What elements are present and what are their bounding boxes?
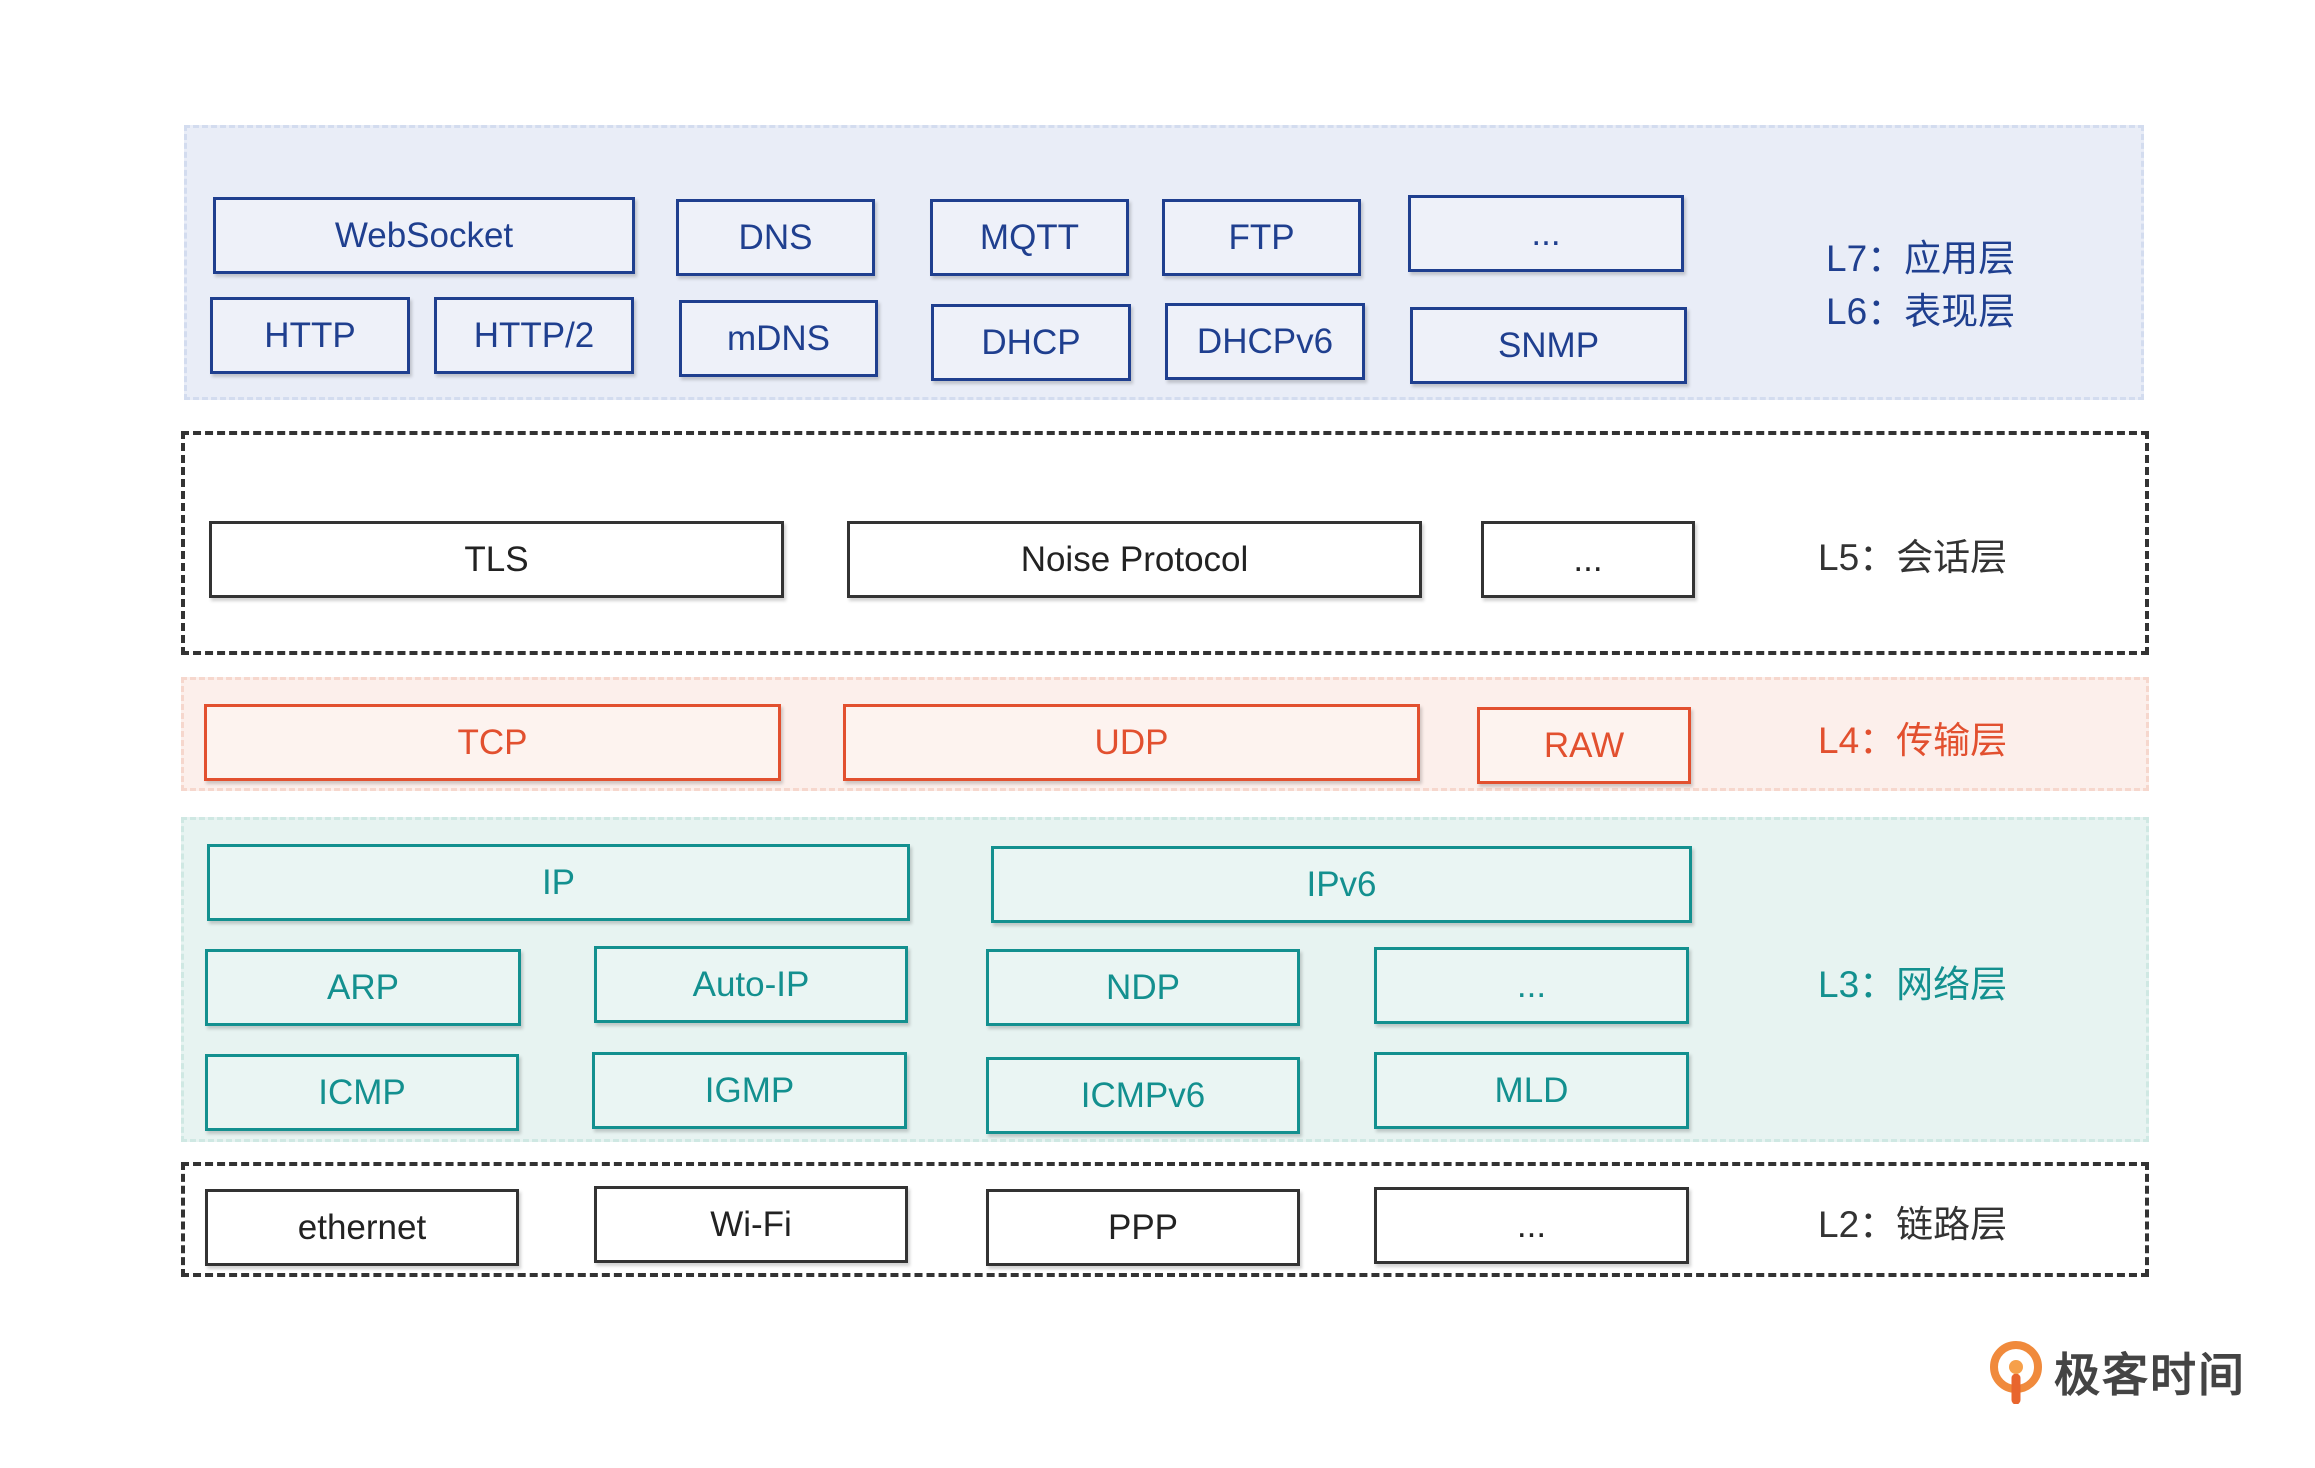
protocol-box-dns: DNS [676, 199, 875, 276]
protocol-box-auto-ip: Auto-IP [594, 946, 908, 1023]
protocol-box-icmpv6: ICMPv6 [986, 1057, 1300, 1134]
protocol-box-mdns: mDNS [679, 300, 878, 377]
protocol-box-ndp: NDP [986, 949, 1300, 1026]
protocol-box-snmp: SNMP [1410, 307, 1687, 384]
protocol-box-arp: ARP [205, 949, 521, 1026]
protocol-box-wifi: Wi-Fi [594, 1186, 908, 1263]
geektime-logo-icon [1990, 1341, 2042, 1404]
protocol-box-ip: IP [207, 844, 910, 921]
protocol-box-ppp: PPP [986, 1189, 1300, 1266]
layer-label-l6: L6：表现层 [1826, 291, 2016, 332]
protocol-box-noise-protocol: Noise Protocol [847, 521, 1422, 598]
layer-label-l2: L2：链路层 [1818, 1204, 2008, 1245]
protocol-box-ipv6: IPv6 [991, 846, 1692, 923]
protocol-box-igmp: IGMP [592, 1052, 907, 1129]
layer-label-l7: L7：应用层 [1826, 238, 2016, 279]
protocol-box-dhcpv6: DHCPv6 [1165, 303, 1365, 380]
layer-label-l3: L3：网络层 [1818, 964, 2008, 1005]
layer-label-l5: L5：会话层 [1818, 537, 2008, 578]
protocol-box-tcp: TCP [204, 704, 781, 781]
layer-label-l4: L4：传输层 [1818, 720, 2008, 761]
protocol-box-tls: TLS [209, 521, 784, 598]
protocol-box-mqtt: MQTT [930, 199, 1129, 276]
protocol-box-ftp: FTP [1162, 199, 1361, 276]
protocol-box-http: HTTP [210, 297, 410, 374]
protocol-box-more: ... [1408, 195, 1684, 272]
protocol-box-icmp: ICMP [205, 1054, 519, 1131]
protocol-box-ethernet: ethernet [205, 1189, 519, 1266]
protocol-box-udp: UDP [843, 704, 1420, 781]
protocol-box-raw: RAW [1477, 707, 1691, 784]
protocol-box-mld: MLD [1374, 1052, 1689, 1129]
protocol-box-more: ... [1481, 521, 1695, 598]
protocol-box-dhcp: DHCP [931, 304, 1131, 381]
brand-watermark: 极客时间 [1988, 1340, 2246, 1404]
protocol-box-websocket: WebSocket [213, 197, 635, 274]
protocol-box-http2: HTTP/2 [434, 297, 634, 374]
protocol-box-more: ... [1374, 947, 1689, 1024]
brand-name: 极客时间 [2054, 1349, 2246, 1401]
protocol-box-more: ... [1374, 1187, 1689, 1264]
